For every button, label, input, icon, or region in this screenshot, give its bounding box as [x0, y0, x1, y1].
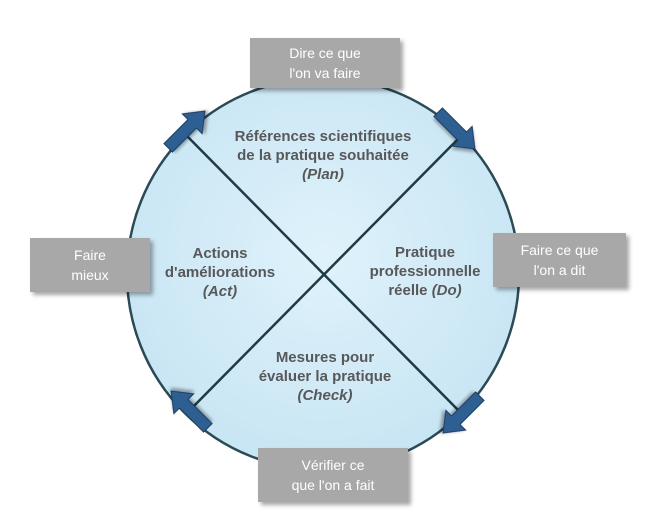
- right-box-line-2: l'on a dit: [533, 262, 586, 278]
- do-line-2: professionnelle: [369, 263, 481, 280]
- top-box-line-1: Dire ce que: [289, 45, 361, 61]
- arrow-icon: [170, 390, 213, 433]
- arrow-icon: [433, 107, 476, 150]
- plan-tag: (Plan): [302, 166, 344, 183]
- do-quadrant-label: Pratique professionnelle réelle (Do): [356, 243, 494, 300]
- diagonal-line-2: [185, 134, 463, 415]
- top-box-line-2: l'on va faire: [289, 65, 361, 81]
- arrow-icon: [163, 110, 206, 153]
- left-box-line-1: Faire: [74, 247, 106, 263]
- check-line-1: Mesures pour: [275, 349, 375, 366]
- act-quadrant-label: Actions d'améliorations (Act): [145, 244, 295, 301]
- do-line-1: Pratique: [394, 244, 455, 261]
- do-tag: (Do): [431, 282, 462, 299]
- top-box: Dire ce que l'on va faire: [250, 38, 400, 88]
- bottom-box: Vérifier ce que l'on a fait: [258, 448, 408, 502]
- check-tag: (Check): [297, 387, 353, 404]
- act-line-1: Actions: [192, 245, 248, 262]
- check-quadrant-label: Mesures pour évaluer la pratique (Check): [220, 348, 430, 405]
- act-line-2: d'améliorations: [164, 264, 276, 281]
- plan-quadrant-label: Références scientifiques de la pratique …: [190, 127, 456, 184]
- do-line-3: réelle: [388, 282, 428, 299]
- left-box-line-2: mieux: [71, 267, 109, 283]
- bottom-box-line-2: que l'on a fait: [291, 477, 375, 493]
- plan-line-1: Références scientifiques: [234, 128, 412, 145]
- check-line-2: évaluer la pratique: [258, 368, 392, 385]
- plan-line-2: de la pratique souhaitée: [237, 147, 409, 164]
- right-box: Faire ce que l'on a dit: [493, 233, 626, 287]
- right-box-line-1: Faire ce que: [520, 242, 599, 258]
- act-tag: (Act): [202, 283, 238, 300]
- left-box: Faire mieux: [30, 238, 150, 292]
- bottom-box-line-1: Vérifier ce: [301, 457, 365, 473]
- arrow-icon: [442, 391, 485, 434]
